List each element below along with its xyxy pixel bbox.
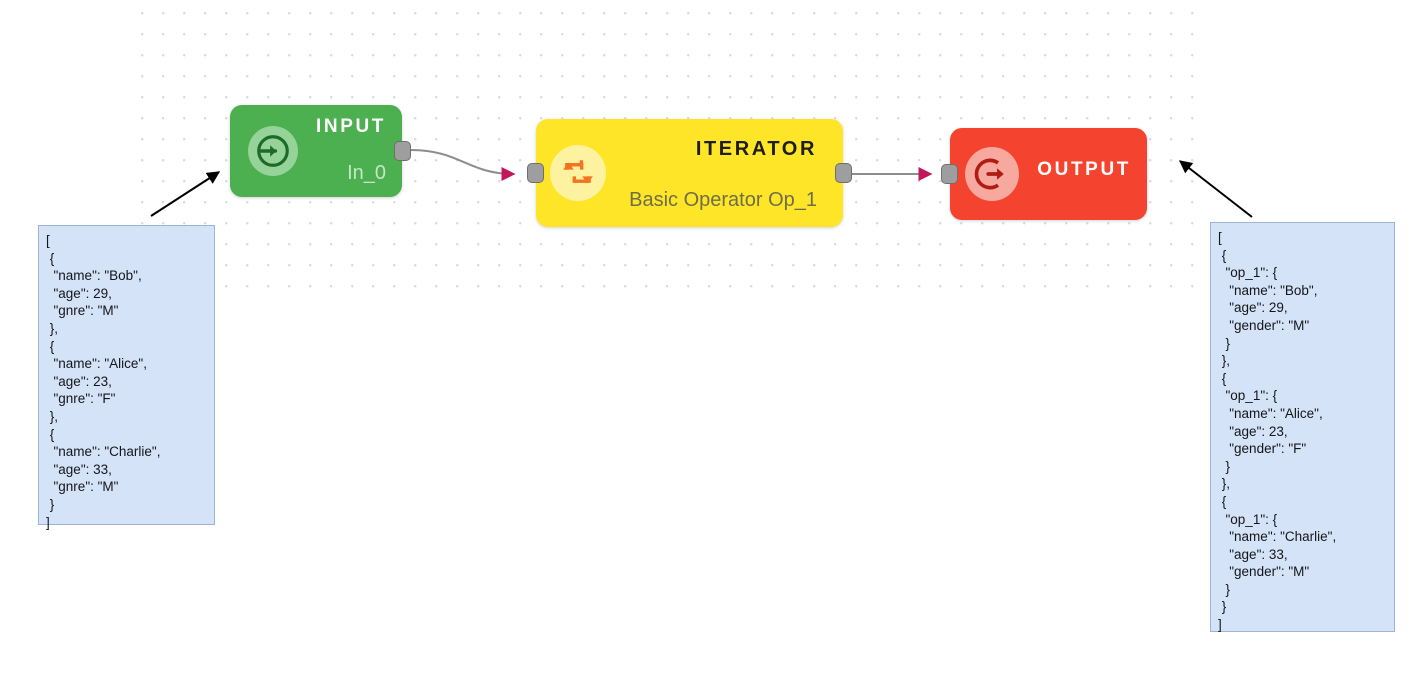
node-iterator-text: ITERATOR Basic Operator Op_1 bbox=[587, 139, 817, 211]
input-json-panel[interactable]: [ { "name": "Bob", "age": 29, "gnre": "M… bbox=[38, 225, 215, 530]
node-output-text: OUTPUT bbox=[1011, 160, 1131, 180]
repeat-glyph bbox=[562, 160, 594, 184]
input-arrow-glyph bbox=[257, 135, 289, 167]
node-input[interactable]: INPUT In_0 bbox=[230, 105, 411, 197]
port-input-output[interactable] bbox=[394, 141, 411, 161]
node-iterator-subtitle: Basic Operator Op_1 bbox=[629, 189, 817, 211]
node-input-text: INPUT In_0 bbox=[256, 117, 386, 184]
repeat-icon bbox=[550, 145, 606, 201]
port-output-input[interactable] bbox=[941, 164, 958, 184]
output-arrow-icon bbox=[965, 147, 1019, 201]
node-input-subtitle: In_0 bbox=[347, 161, 386, 184]
output-arrow-glyph bbox=[974, 158, 1004, 190]
input-arrow-icon bbox=[248, 126, 298, 176]
output-json-panel[interactable]: [ { "op_1": { "name": "Bob", "age": 29, … bbox=[1210, 222, 1395, 632]
node-iterator[interactable]: ITERATOR Basic Operator Op_1 bbox=[527, 119, 852, 227]
node-iterator-title: ITERATOR bbox=[695, 138, 817, 160]
port-iterator-output[interactable] bbox=[835, 163, 852, 183]
port-iterator-input[interactable] bbox=[527, 163, 544, 183]
node-output-title: OUTPUT bbox=[1037, 159, 1131, 180]
node-input-title: INPUT bbox=[316, 116, 386, 137]
node-output[interactable]: OUTPUT bbox=[941, 128, 1147, 220]
